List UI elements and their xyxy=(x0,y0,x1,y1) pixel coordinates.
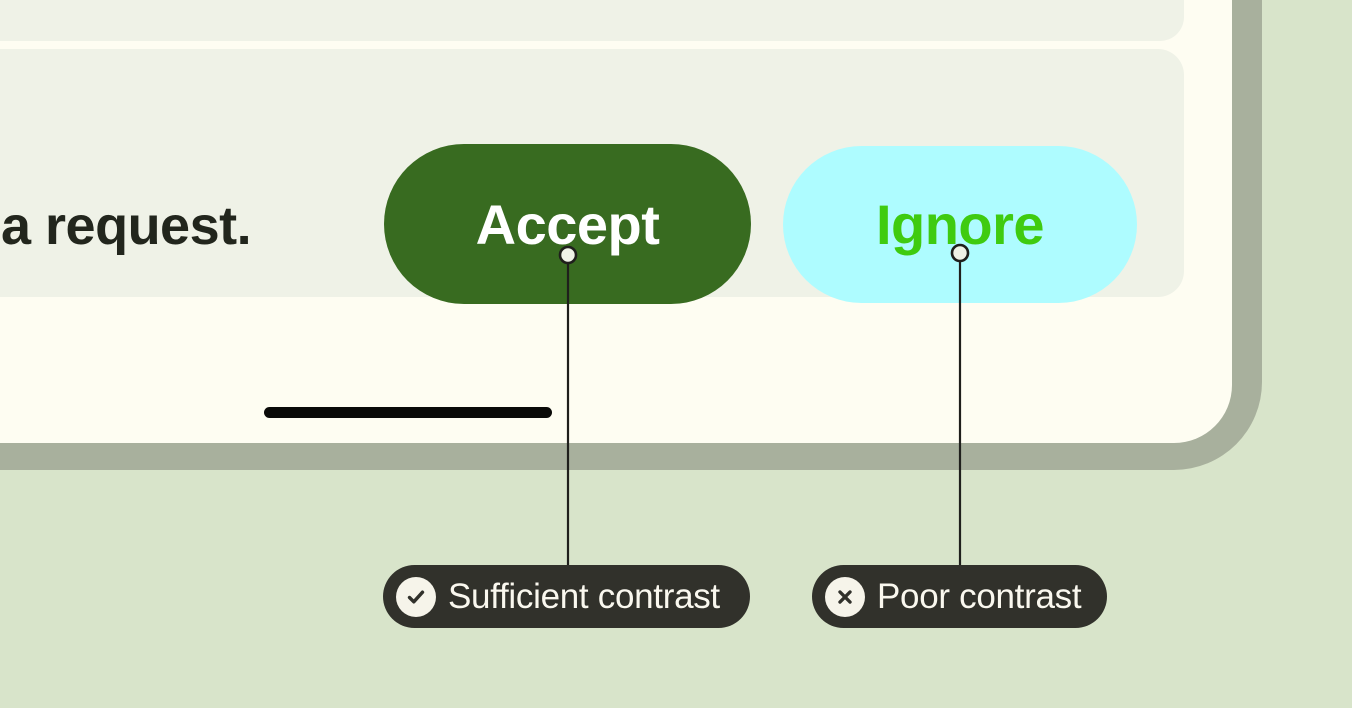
sufficient-contrast-badge: Sufficient contrast xyxy=(383,565,750,628)
poor-contrast-label: Poor contrast xyxy=(877,576,1082,616)
ignore-button[interactable]: Ignore xyxy=(783,146,1137,303)
check-icon xyxy=(396,576,436,617)
device-screen: a request. Accept Ignore xyxy=(0,0,1232,443)
x-icon xyxy=(825,576,865,617)
message-card: a request. Accept Ignore xyxy=(0,49,1184,304)
sufficient-contrast-label: Sufficient contrast xyxy=(448,576,720,616)
gesture-handle-bar xyxy=(264,407,552,418)
poor-contrast-badge: Poor contrast xyxy=(812,565,1107,628)
message-card-partial xyxy=(0,0,1184,41)
accept-button[interactable]: Accept xyxy=(384,144,751,304)
message-text: a request. xyxy=(1,196,252,256)
